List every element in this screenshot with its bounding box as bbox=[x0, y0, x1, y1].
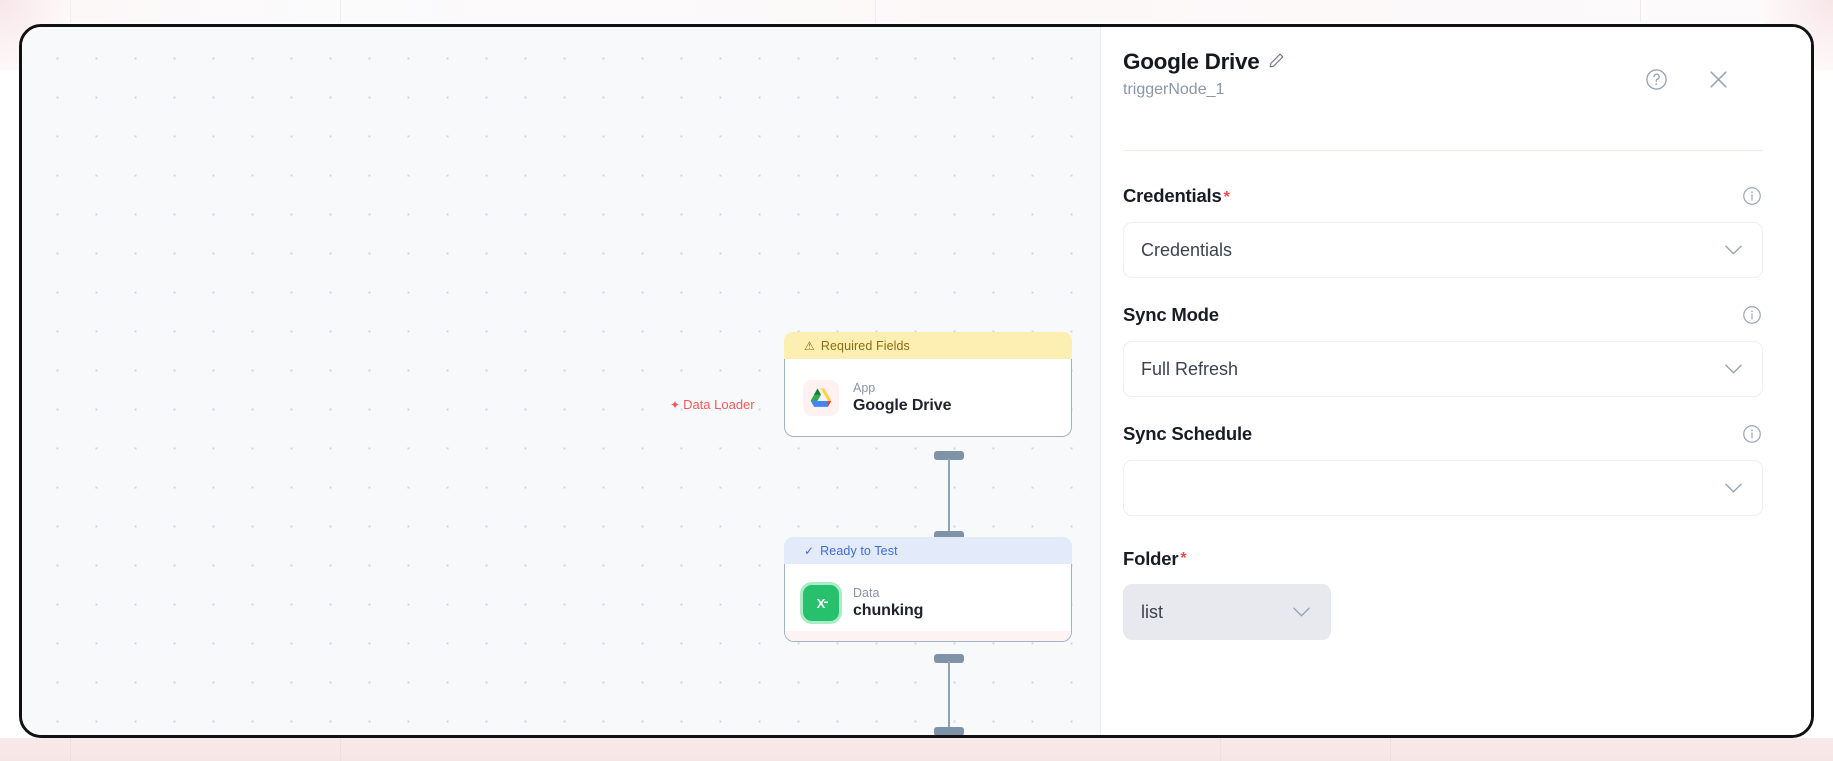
node-status-label: Required Fields bbox=[820, 338, 910, 353]
sync-mode-select[interactable]: Full Refresh bbox=[1123, 341, 1763, 397]
top-strip-divider bbox=[875, 0, 876, 22]
google-drive-icon bbox=[803, 379, 839, 416]
warning-triangle-icon: ⚠ bbox=[804, 338, 815, 353]
data-loader-label: Data Loader bbox=[683, 397, 755, 412]
bottom-chrome-strip bbox=[0, 738, 1833, 761]
node-config-panel: Google Drive triggerNode_1 bbox=[1100, 27, 1811, 735]
chevron-down-icon bbox=[1725, 359, 1742, 380]
chevron-down-icon bbox=[1293, 602, 1310, 623]
folder-select[interactable]: list bbox=[1123, 584, 1331, 640]
node-title: chunking bbox=[853, 601, 924, 619]
folder-value: list bbox=[1141, 601, 1163, 622]
sync-mode-value: Full Refresh bbox=[1141, 358, 1239, 379]
bottom-strip-divider bbox=[340, 738, 341, 761]
credentials-value: Credentials bbox=[1141, 239, 1233, 260]
node-status-badge: ✓ Ready to Test bbox=[784, 537, 1072, 564]
field-label: Sync Schedule bbox=[1123, 423, 1253, 444]
spotlight-frame: ✦ Data Loader ⚠ Required Fields bbox=[19, 24, 1814, 738]
node-title: Google Drive bbox=[853, 396, 952, 414]
node-kind: App bbox=[853, 381, 876, 396]
google-sheets-icon: X bbox=[803, 584, 839, 621]
spark-icon: ✦ bbox=[670, 397, 681, 412]
top-strip-divider bbox=[70, 0, 71, 22]
field-sync-schedule: Sync Schedule bbox=[1123, 421, 1763, 516]
panel-header: Google Drive triggerNode_1 bbox=[1101, 27, 1811, 99]
node-kind: Data bbox=[853, 586, 880, 601]
node-handle-source[interactable] bbox=[934, 654, 964, 663]
node-connector bbox=[947, 458, 950, 534]
panel-subtitle: triggerNode_1 bbox=[1123, 81, 1225, 98]
top-strip-divider bbox=[340, 0, 341, 22]
info-icon[interactable] bbox=[1741, 304, 1763, 326]
node-body[interactable]: App Google Drive bbox=[784, 359, 1072, 437]
info-icon[interactable] bbox=[1741, 423, 1763, 445]
data-loader-tag: ✦ Data Loader bbox=[670, 397, 755, 412]
field-sync-mode: Sync Mode Full Refresh bbox=[1123, 302, 1763, 397]
chevron-down-icon bbox=[1725, 478, 1742, 499]
bottom-strip-divider bbox=[70, 738, 71, 761]
panel-form: Credentials* Credentials bbox=[1123, 183, 1763, 640]
panel-title: Google Drive bbox=[1123, 49, 1260, 74]
info-icon[interactable] bbox=[1741, 185, 1763, 207]
sync-schedule-select[interactable] bbox=[1123, 460, 1763, 516]
panel-header-actions bbox=[1644, 67, 1731, 92]
field-label: Credentials bbox=[1123, 185, 1222, 206]
field-folder: Folder* list bbox=[1123, 546, 1763, 640]
close-icon[interactable] bbox=[1706, 67, 1731, 92]
bottom-strip-divider bbox=[1220, 738, 1221, 761]
bottom-strip-divider bbox=[1390, 738, 1391, 761]
svg-text:X: X bbox=[817, 596, 826, 611]
node-status-badge: ⚠ Required Fields bbox=[784, 332, 1072, 359]
flow-node-google-drive[interactable]: ⚠ Required Fields App Google Drive bbox=[784, 332, 1072, 437]
node-handle-target[interactable] bbox=[934, 727, 964, 735]
required-asterisk: * bbox=[1223, 189, 1230, 206]
node-handle-target[interactable] bbox=[934, 531, 964, 540]
top-chrome-strip bbox=[0, 0, 1833, 22]
check-icon: ✓ bbox=[804, 543, 815, 558]
panel-divider bbox=[1123, 150, 1763, 151]
pencil-icon[interactable] bbox=[1268, 52, 1285, 72]
flow-node-chunking[interactable]: ✓ Ready to Test X Data chunking bbox=[784, 537, 1072, 642]
node-footer-strip bbox=[785, 631, 1071, 641]
node-connector bbox=[947, 661, 950, 730]
node-body[interactable]: X Data chunking bbox=[784, 564, 1072, 642]
top-strip-divider bbox=[1640, 0, 1641, 22]
field-label: Folder bbox=[1123, 548, 1179, 569]
field-label: Sync Mode bbox=[1123, 304, 1219, 325]
node-status-label: Ready to Test bbox=[820, 543, 898, 558]
node-handle-source[interactable] bbox=[934, 451, 964, 460]
field-credentials: Credentials* Credentials bbox=[1123, 183, 1763, 278]
chevron-down-icon bbox=[1725, 240, 1742, 261]
credentials-select[interactable]: Credentials bbox=[1123, 222, 1763, 278]
required-asterisk: * bbox=[1180, 550, 1187, 567]
help-circle-icon[interactable] bbox=[1644, 67, 1669, 92]
